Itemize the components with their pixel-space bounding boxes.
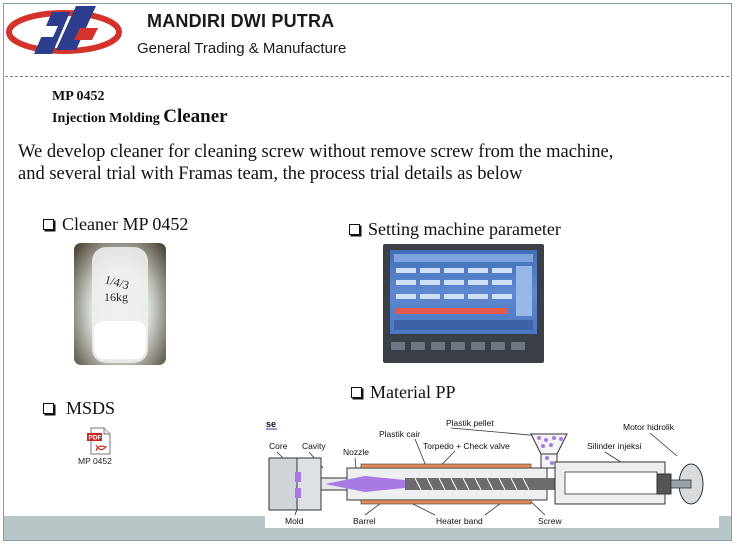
diagram-title: se bbox=[266, 419, 276, 429]
intro-line-2: and several trial with Framas team, the … bbox=[18, 164, 523, 184]
label-silinder: Silinder injeksi bbox=[587, 441, 641, 451]
intro-line-1: We develop cleaner for cleaning screw wi… bbox=[18, 142, 614, 162]
label-barrel: Barrel bbox=[353, 516, 376, 526]
label-torpedo: Torpedo + Check valve bbox=[423, 441, 510, 451]
product-title-emphasis: Cleaner bbox=[163, 106, 228, 127]
pdf-file-icon[interactable]: PDF bbox=[86, 427, 112, 455]
product-title: Injection Molding Cleaner bbox=[52, 106, 228, 128]
injection-machine-diagram: se Plastik pellet Motor hidrolik Plastik… bbox=[265, 416, 719, 528]
label-cavity: Cavity bbox=[302, 441, 326, 451]
bullet-msds: MSDS bbox=[43, 398, 115, 419]
svg-text:16kg: 16kg bbox=[104, 290, 128, 304]
header-divider bbox=[5, 76, 729, 77]
slide-frame bbox=[3, 3, 732, 541]
machine-monitor-photo bbox=[383, 244, 544, 363]
label-motor-hidrolik: Motor hidrolik bbox=[623, 422, 675, 432]
monitor-screen bbox=[390, 250, 537, 334]
bullet-setting-label: Setting machine parameter bbox=[368, 219, 561, 239]
company-tagline: General Trading & Manufacture bbox=[137, 40, 347, 57]
bullet-cleaner: Cleaner MP 0452 bbox=[43, 214, 188, 235]
company-name: MANDIRI DWI PUTRA bbox=[147, 11, 335, 31]
label-plastik-pellet: Plastik pellet bbox=[446, 418, 494, 428]
checkbox-bullet-icon bbox=[43, 219, 54, 230]
bullet-material-label: Material PP bbox=[370, 382, 456, 402]
cleaner-bottle-photo: 1/4/3 16kg bbox=[74, 243, 166, 365]
checkbox-bullet-icon bbox=[351, 387, 362, 398]
bullet-cleaner-label: Cleaner MP 0452 bbox=[62, 214, 189, 234]
label-nozzle: Nozzle bbox=[343, 447, 369, 457]
svg-text:PDF: PDF bbox=[89, 435, 102, 442]
product-code: MP 0452 bbox=[52, 89, 105, 104]
checkbox-bullet-icon bbox=[349, 224, 360, 235]
bullet-msds-label: MSDS bbox=[66, 398, 116, 418]
product-title-prefix: Injection Molding bbox=[52, 111, 160, 126]
pdf-file-label[interactable]: MP 0452 bbox=[78, 456, 112, 466]
label-mold: Mold bbox=[285, 516, 304, 526]
label-screw: Screw bbox=[538, 516, 562, 526]
bullet-material: Material PP bbox=[351, 382, 456, 403]
label-core: Core bbox=[269, 441, 288, 451]
checkbox-bullet-icon bbox=[43, 403, 54, 414]
label-heater-band: Heater band bbox=[436, 516, 483, 526]
intro-paragraph: We develop cleaner for cleaning screw wi… bbox=[18, 141, 718, 185]
bullet-setting: Setting machine parameter bbox=[349, 219, 561, 240]
company-logo bbox=[6, 6, 122, 54]
svg-text:1/4/3: 1/4/3 bbox=[103, 272, 130, 292]
label-plastik-cair: Plastik cair bbox=[379, 429, 420, 439]
slide-header: MANDIRI DWI PUTRA General Trading & Manu… bbox=[0, 0, 737, 78]
